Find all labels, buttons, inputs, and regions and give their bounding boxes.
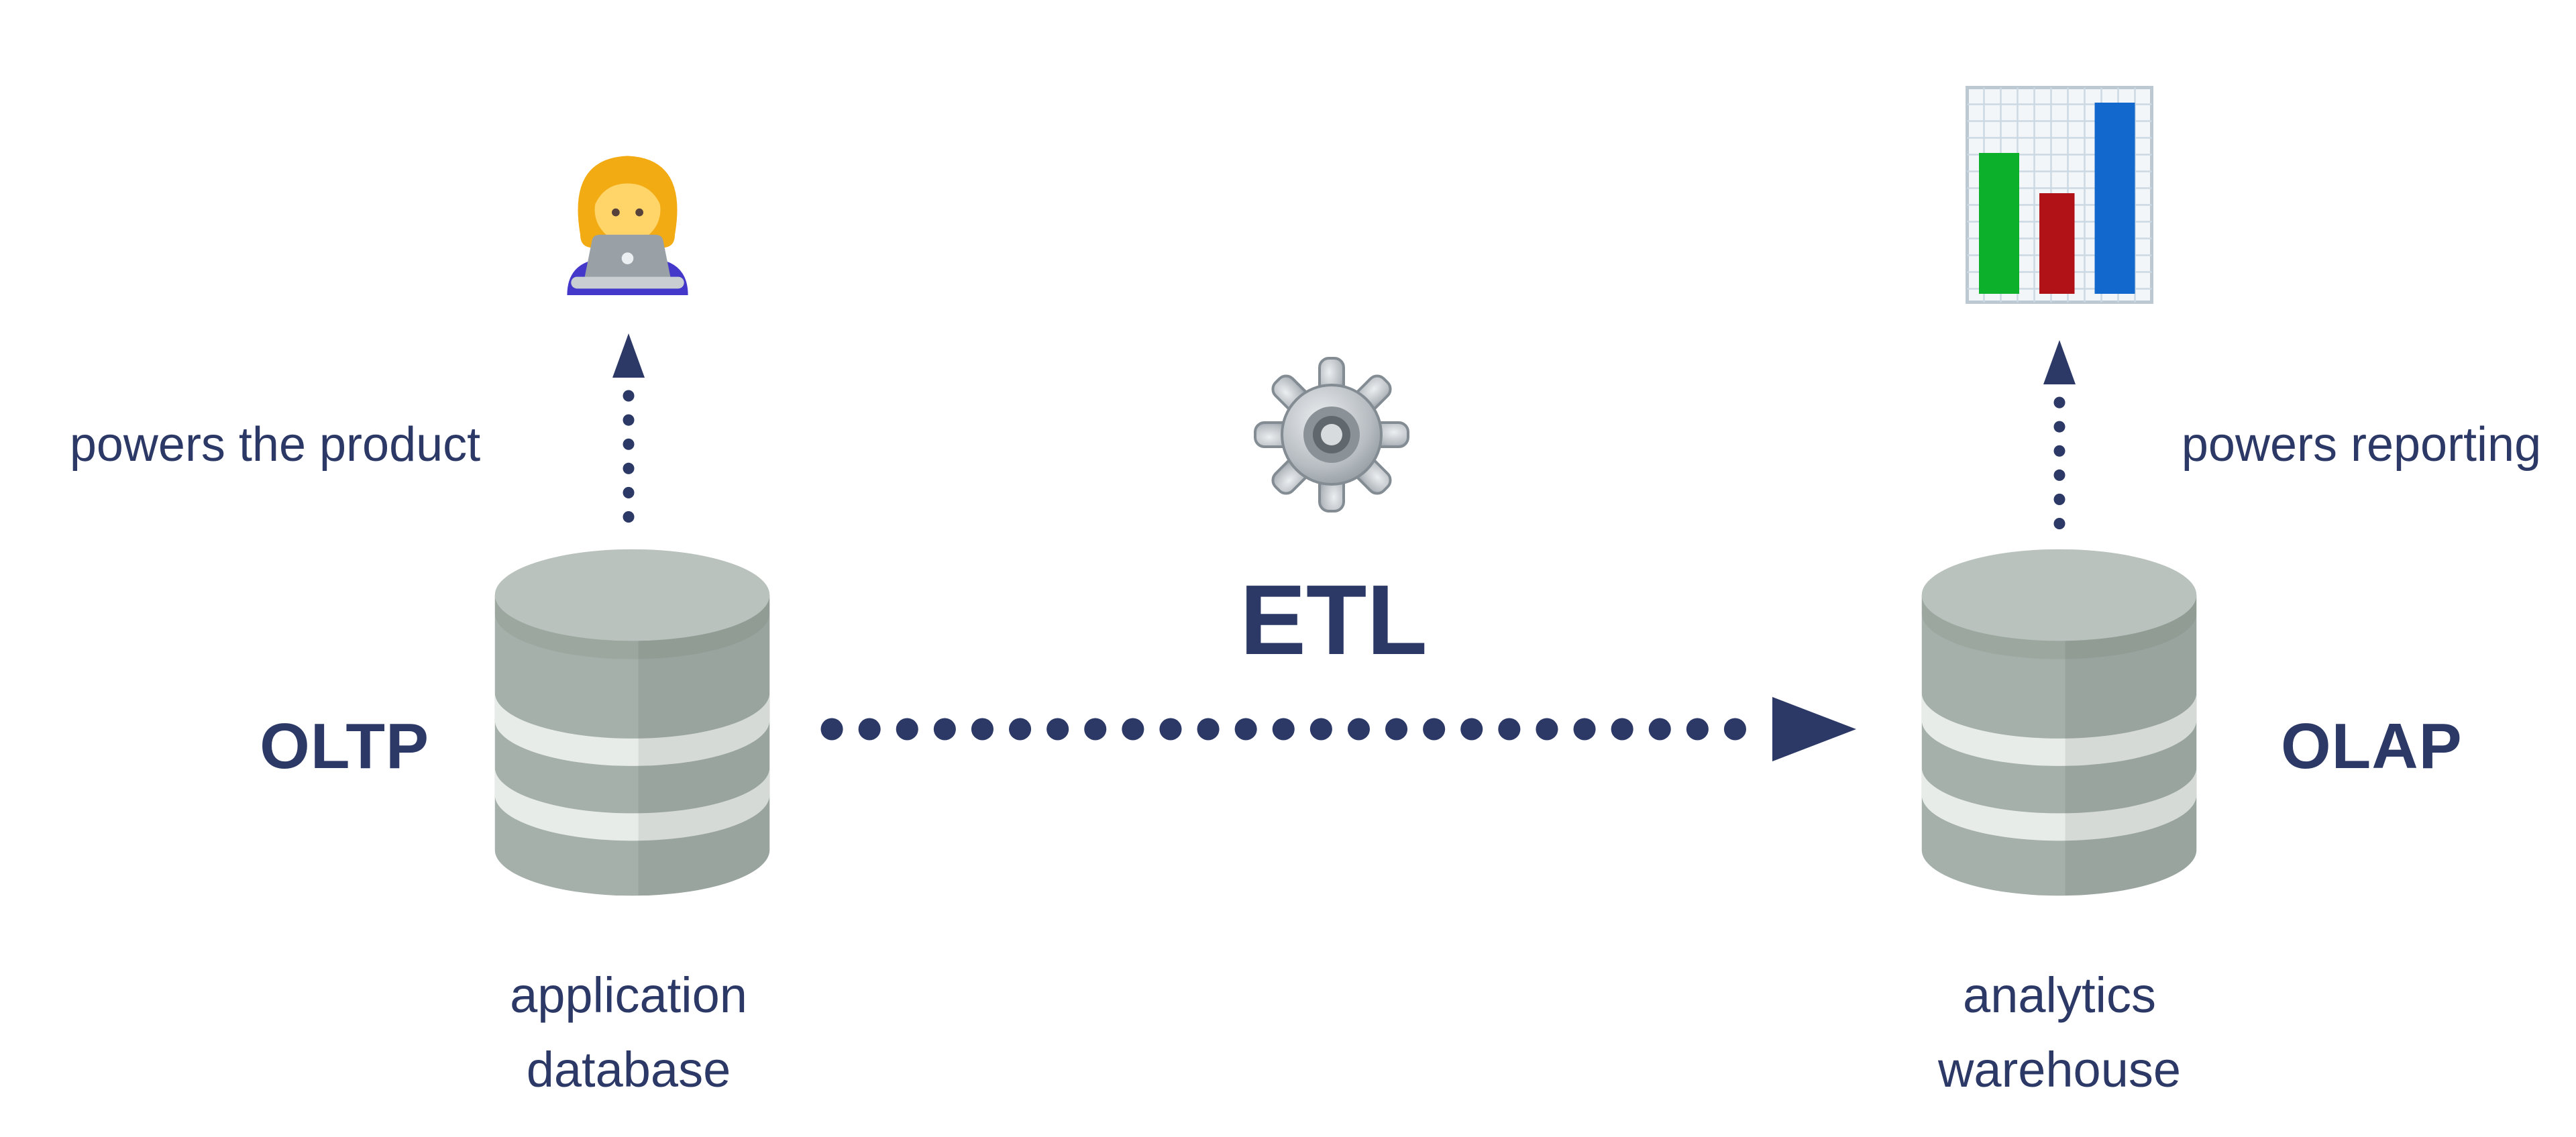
oltp-consumer-arrow [608,332,649,530]
oltp-database-cylinder-icon [480,537,785,919]
olap-database-cylinder-icon [1907,537,2212,919]
olap-consumer-arrow [2039,339,2080,533]
olap-caption-line2: warehouse [1937,1042,2181,1097]
bar-chart-icon [1966,86,2153,304]
oltp-caption-line1: application [510,967,747,1023]
olap-flow-label: powers reporting [2181,418,2542,472]
olap-label: OLAP [2281,710,2463,782]
oltp-caption-line2: database [526,1042,731,1097]
oltp-label: OLTP [260,710,429,782]
olap-caption-line1: analytics [1963,967,2156,1023]
olap-caption: analytics warehouse [1825,958,2294,1107]
gear-icon [1251,354,1412,515]
oltp-flow-label: powers the product [69,418,481,472]
etl-flow-arrow [820,689,1856,769]
etl-label: ETL [1240,565,1428,675]
oltp-caption: application database [394,958,863,1107]
technologist-icon [549,138,706,295]
